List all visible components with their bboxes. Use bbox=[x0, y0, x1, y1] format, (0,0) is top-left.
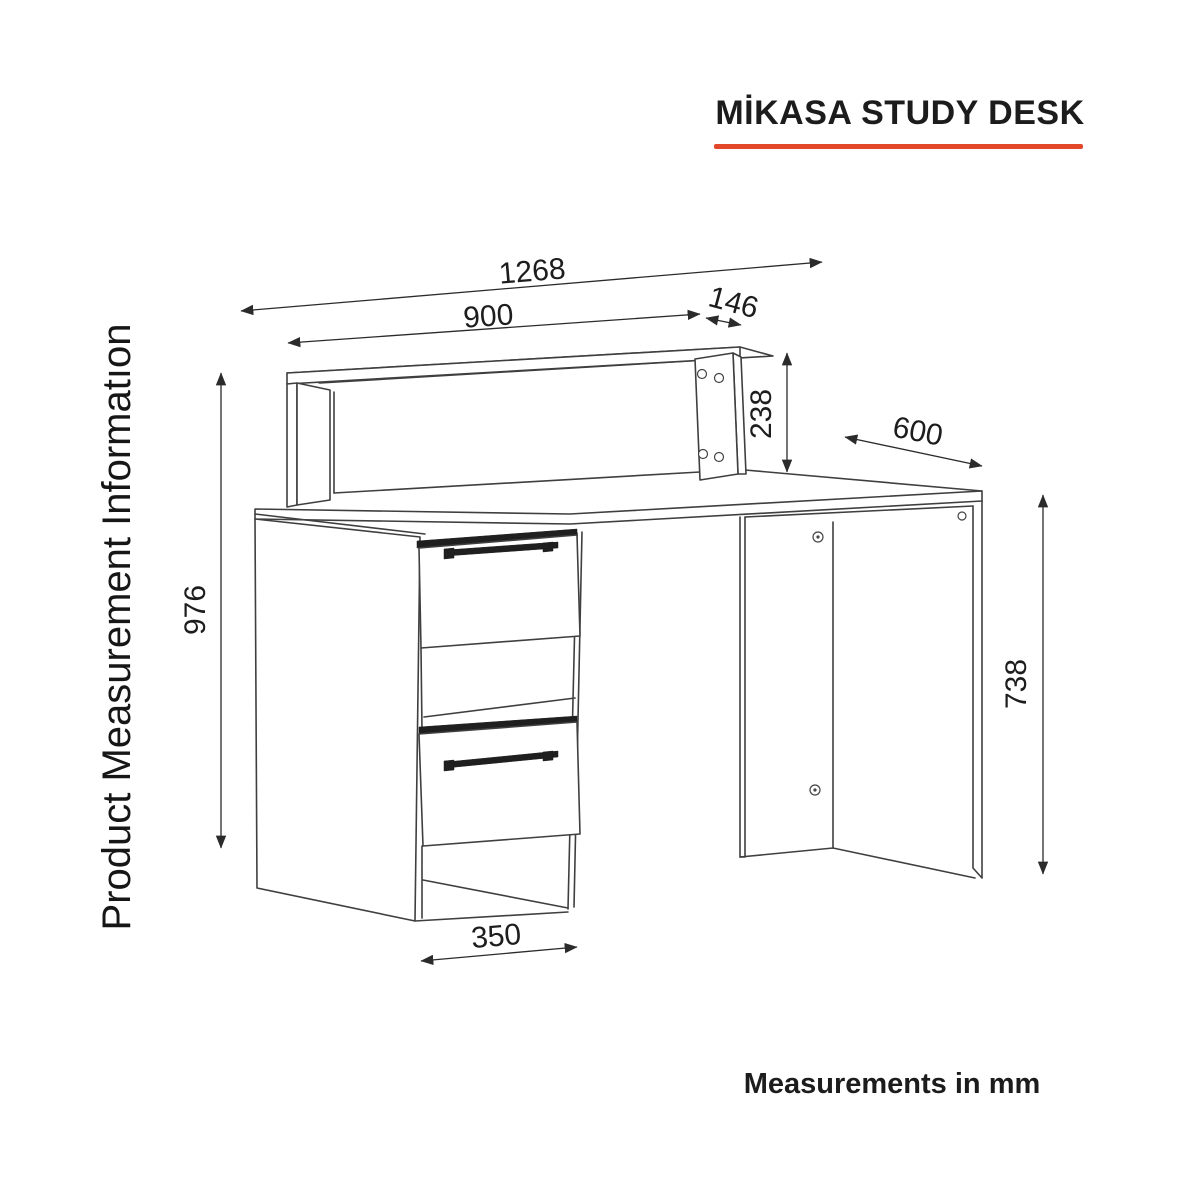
screw-hole-dot bbox=[813, 788, 817, 792]
desk-top-edge-line bbox=[254, 513, 426, 535]
dimension-value-shelf-width: 900 bbox=[462, 298, 514, 334]
dimension-overall-height: 976 bbox=[179, 372, 227, 849]
top-drawer-front bbox=[418, 534, 581, 649]
dimension-line bbox=[705, 315, 742, 328]
top-drawer-handle-left-tab bbox=[443, 547, 455, 560]
dimension-value-hutch-height: 238 bbox=[745, 389, 778, 439]
bottom-drawer-front bbox=[418, 721, 581, 847]
dimension-value-desk-height: 738 bbox=[1000, 659, 1033, 709]
screw-hole bbox=[713, 372, 725, 384]
screw-hole bbox=[697, 448, 709, 460]
product-title: MİKASA STUDY DESK bbox=[715, 94, 1085, 132]
dimension-overall-width: 1268 bbox=[240, 252, 823, 316]
dimension-value-drawer-unit-width: 350 bbox=[470, 918, 523, 955]
dimension-drawer-unit-width: 350 bbox=[420, 918, 578, 966]
units-note: Measurements in mm bbox=[743, 1068, 1041, 1100]
screw-hole bbox=[957, 511, 967, 521]
left-side-panel bbox=[254, 518, 421, 922]
right-pedestal bbox=[739, 500, 983, 879]
hutch-left-post-front bbox=[286, 382, 298, 508]
dimension-line bbox=[287, 309, 701, 348]
dimension-line bbox=[240, 257, 823, 316]
drawer-unit bbox=[414, 528, 583, 922]
hutch-shelf bbox=[286, 346, 774, 508]
dimension-value-overall-width: 1268 bbox=[498, 252, 567, 290]
base-recess-back-edge bbox=[422, 879, 569, 909]
desk-underside-edge bbox=[744, 505, 974, 518]
screw-hole-dot bbox=[816, 535, 820, 539]
dimension-value-shelf-depth: 146 bbox=[705, 280, 762, 325]
hutch-left-post-side bbox=[296, 382, 331, 506]
screw-hole bbox=[696, 368, 708, 380]
screw-hole bbox=[713, 451, 725, 463]
desk-top-surface bbox=[255, 470, 982, 514]
title-accent-underline bbox=[714, 144, 1083, 149]
dimension-desk-depth: 600 bbox=[844, 411, 983, 469]
divider-panel-edge bbox=[739, 516, 746, 858]
left-panel-face bbox=[254, 518, 421, 922]
base-bottom-edge bbox=[414, 911, 569, 922]
page-title: MİKASA STUDY DESK bbox=[700, 94, 1100, 133]
open-shelf-back-edge bbox=[423, 697, 576, 718]
bottom-drawer-handle-left-tab bbox=[443, 759, 455, 772]
pedestal-floor-edges bbox=[739, 847, 976, 879]
dimension-desk-height: 738 bbox=[1000, 494, 1049, 875]
hutch-back-panel-bottom-edge bbox=[333, 471, 701, 494]
dimension-value-overall-height: 976 bbox=[179, 585, 212, 635]
dimension-shelf-depth: 146 bbox=[705, 280, 762, 328]
dimension-hutch-height: 238 bbox=[745, 352, 793, 473]
open-shelf-left-edge bbox=[420, 647, 423, 732]
bottom-drawer-handle-right-tab bbox=[542, 750, 554, 762]
hutch-top-board-front-face bbox=[286, 346, 741, 385]
top-drawer-handle-right-tab bbox=[542, 541, 554, 553]
hutch-right-panel-face bbox=[694, 352, 739, 481]
dimension-shelf-width: 900 bbox=[287, 298, 701, 348]
dimension-line bbox=[420, 942, 578, 966]
dimension-value-desk-depth: 600 bbox=[890, 411, 945, 453]
right-panel-front-edge bbox=[972, 500, 983, 879]
desk-top bbox=[254, 469, 983, 535]
desk-top-back-edge bbox=[744, 469, 983, 492]
dimension-line bbox=[844, 434, 983, 469]
